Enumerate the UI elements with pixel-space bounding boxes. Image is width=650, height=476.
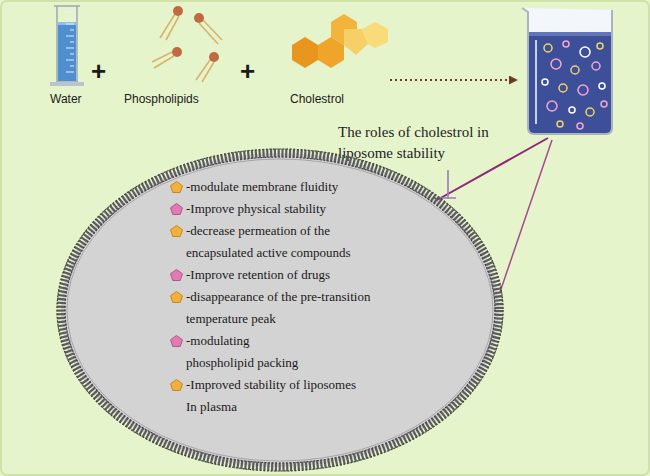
- list-item: -modulate membrane fluidity: [170, 176, 386, 198]
- ingredient-label: Phospholipids: [124, 92, 199, 106]
- pentagon-icon: [170, 379, 183, 391]
- process-arrow: [390, 79, 516, 81]
- roles-heading: The roles of cholestrol in liposome stab…: [338, 122, 533, 164]
- pointer-line: [500, 140, 552, 292]
- pentagon-icon: [170, 203, 183, 215]
- pentagon-icon: [170, 269, 183, 281]
- water-cylinder: [50, 6, 84, 86]
- roles-list: -modulate membrane fluidity -Improve phys…: [170, 176, 386, 418]
- list-item: -modulating phospholipid packing: [170, 330, 316, 374]
- list-item: -Improve retention of drugs: [170, 264, 386, 286]
- role-text: -Improve physical stability: [186, 201, 326, 216]
- list-item: -Improve physical stability: [170, 198, 386, 220]
- pentagon-icon: [170, 335, 183, 347]
- phospholipid-molecules: [152, 6, 222, 82]
- liposome-circle: -modulate membrane fluidity -Improve phys…: [56, 148, 504, 472]
- role-text: -modulate membrane fluidity: [186, 179, 338, 194]
- plus-sign: +: [91, 56, 106, 87]
- role-text: -Improved stability of liposomes In plas…: [186, 377, 356, 414]
- cholesterol-molecule: [292, 14, 388, 68]
- ingredient-label: Cholestrol: [290, 92, 344, 106]
- pentagon-icon: [170, 291, 183, 303]
- plus-sign: +: [240, 56, 255, 87]
- role-text: -decrease permeation of the encapsulated…: [186, 223, 351, 260]
- pointer-arrow: [430, 138, 548, 204]
- role-text: -disappearance of the pre-transition tem…: [186, 289, 370, 326]
- role-text: -modulating phospholipid packing: [186, 333, 298, 370]
- list-item: -Improved stability of liposomes In plas…: [170, 374, 370, 418]
- bilayer-outline: [56, 148, 504, 472]
- list-item: -decrease permeation of the encapsulated…: [170, 220, 378, 264]
- beaker: [522, 8, 612, 134]
- inhibition-symbol: [440, 170, 456, 198]
- ingredient-label: Water: [50, 92, 82, 106]
- list-item: -disappearance of the pre-transition tem…: [170, 286, 382, 330]
- role-text: -Improve retention of drugs: [186, 267, 330, 282]
- pentagon-icon: [170, 225, 183, 237]
- pentagon-icon: [170, 181, 183, 193]
